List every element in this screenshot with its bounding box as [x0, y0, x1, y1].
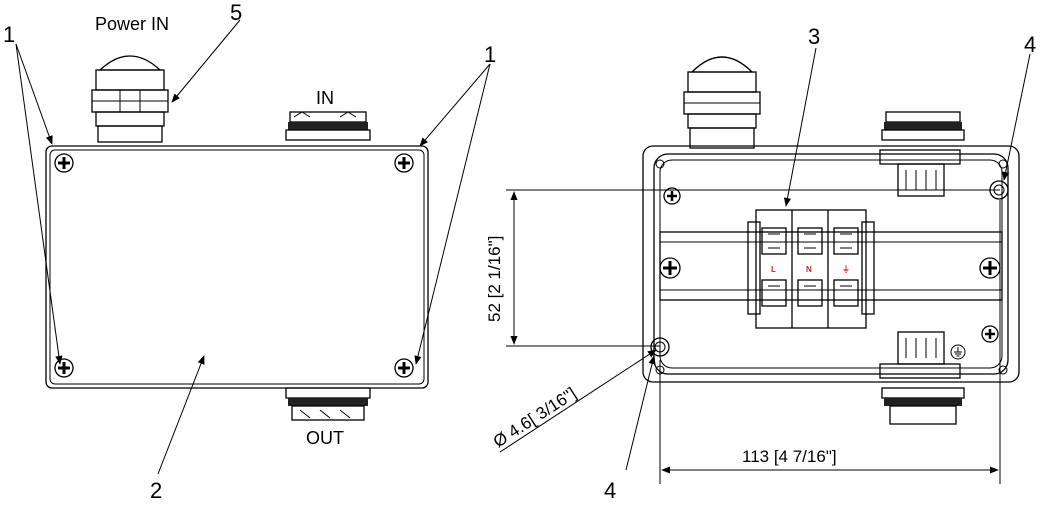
lid-screw-icon: [394, 153, 414, 173]
terminal-block: L N ⏚: [747, 209, 875, 329]
callout-2: 2: [150, 478, 162, 503]
width-dimension: 113 [4 7/16"]: [742, 447, 837, 466]
callout-4-top: 4: [1024, 32, 1036, 57]
lid-screw-icon: [54, 153, 74, 173]
mounting-hole: [650, 337, 670, 357]
rail-screw-icon: [979, 257, 1001, 279]
height-dimension: 52 [2 1/16"]: [485, 236, 504, 322]
in-connector: [285, 111, 371, 141]
out-connector: [285, 387, 371, 421]
power-in-cable-gland: [91, 55, 169, 143]
ground-icon: [950, 344, 966, 360]
out-label: OUT: [306, 428, 344, 448]
inner-screw-icon: [663, 187, 681, 205]
open-box-housing: [642, 145, 1020, 383]
terminal-label-l: L: [771, 265, 776, 274]
terminal-label-n: N: [806, 265, 812, 274]
lid-screw-icon: [54, 358, 74, 378]
bottom-connector: [881, 387, 965, 425]
terminal-label-ground: ⏚: [842, 265, 850, 274]
callout-3: 3: [808, 24, 820, 49]
power-in-label: Power IN: [95, 14, 169, 34]
open-box-view: L N ⏚ 52 [2 1/16"]: [485, 24, 1036, 503]
callout-1-right: 1: [484, 42, 496, 67]
hole-diameter-dimension: Ø 4.6[ 3/16"]: [490, 384, 580, 452]
closed-box-view: 1 1 5 2 Power IN IN OUT: [3, 0, 496, 503]
top-connector: [881, 111, 965, 141]
lid-screw-icon: [394, 358, 414, 378]
inner-screw-icon: [981, 325, 999, 343]
rail-screw-icon: [659, 257, 681, 279]
callout-5: 5: [230, 0, 242, 25]
in-label: IN: [316, 88, 334, 108]
closed-box-body: [45, 145, 429, 389]
callout-1-left: 1: [3, 22, 15, 47]
cable-gland: [683, 56, 761, 149]
callout-4-bottom: 4: [604, 478, 616, 503]
